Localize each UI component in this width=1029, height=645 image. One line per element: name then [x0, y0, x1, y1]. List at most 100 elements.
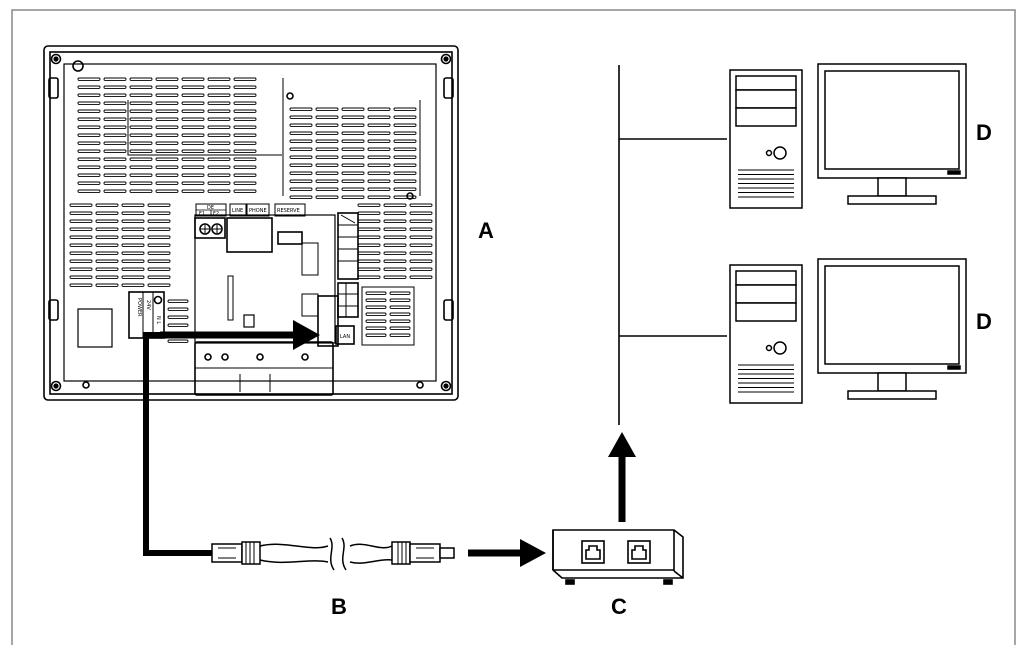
vent-slot [129, 125, 153, 129]
vent-slot [103, 85, 127, 89]
vent-slot [365, 319, 387, 323]
vent-slot [289, 187, 313, 191]
vent-slot [129, 141, 153, 145]
vent-slot [95, 219, 119, 223]
vent-slot [365, 312, 387, 316]
vent-slot [77, 157, 101, 161]
vent-slot [129, 173, 153, 177]
svg-text:F1: F1 [199, 211, 205, 217]
vent-slot [393, 155, 417, 159]
vent-slot [207, 165, 231, 169]
vent-slot [207, 125, 231, 129]
vent-slot [315, 123, 339, 127]
vent-slot [167, 307, 189, 311]
vent-slot [357, 267, 381, 271]
vent-slot [77, 85, 101, 89]
vent-slot [233, 77, 257, 81]
vent-slot [315, 179, 339, 183]
vent-slot [233, 117, 257, 121]
vent-slot [383, 211, 407, 215]
vent-slot [95, 259, 119, 263]
vent-slot [147, 219, 171, 223]
vent-slot [409, 275, 433, 279]
vent-slot [167, 339, 189, 343]
vent-slot [383, 243, 407, 247]
vent-slot [409, 243, 433, 247]
vent-slot [393, 123, 417, 127]
diagram-frame [11, 9, 1016, 645]
vent-slot [103, 189, 127, 193]
vent-slot [341, 163, 365, 167]
vent-slot [155, 125, 179, 129]
vent-slot [77, 93, 101, 97]
vent-slot [315, 139, 339, 143]
vent-slot [357, 219, 381, 223]
vent-slot [389, 319, 411, 323]
vent-slot [69, 243, 93, 247]
vent-slot [233, 149, 257, 153]
vent-slot [121, 259, 145, 263]
vent-slot [233, 101, 257, 105]
vent-slot [77, 149, 101, 153]
vent-slot [367, 155, 391, 159]
vent-slot [103, 117, 127, 121]
vent-slot [357, 203, 381, 207]
vent-slot [181, 77, 205, 81]
vent-slot [155, 189, 179, 193]
vent-slot [129, 85, 153, 89]
vent-slot [393, 171, 417, 175]
vent-slot [315, 131, 339, 135]
vent-slot [383, 235, 407, 239]
vent-slot [289, 107, 313, 111]
vent-slot [289, 179, 313, 183]
vent-slot [393, 195, 417, 199]
vent-slot [181, 181, 205, 185]
vent-slot [341, 171, 365, 175]
vent-slot [365, 326, 387, 330]
vent-slot [233, 189, 257, 193]
vent-slot [147, 227, 171, 231]
vent-slot [129, 189, 153, 193]
vent-slot [289, 195, 313, 199]
vent-slot [129, 77, 153, 81]
vent-slot [121, 219, 145, 223]
vent-slot [289, 139, 313, 143]
vent-slot [69, 211, 93, 215]
vent-slot [207, 173, 231, 177]
vent-slot [129, 101, 153, 105]
vent-slot [121, 267, 145, 271]
vent-slot [389, 305, 411, 309]
vent-slot [383, 203, 407, 207]
vent-slot [95, 243, 119, 247]
vent-slot [167, 315, 189, 319]
vent-slot [77, 125, 101, 129]
computer [729, 63, 967, 209]
vent-slot [77, 101, 101, 105]
vent-slot [389, 333, 411, 337]
vent-slot [147, 251, 171, 255]
vent-slot [315, 155, 339, 159]
panel-text: DE F1 F2 LINE PHONE RESERVE LAN POWER 24… [136, 205, 350, 340]
vent-slot [365, 333, 387, 337]
vent-slot [155, 149, 179, 153]
vent-slot [129, 157, 153, 161]
vent-slot [77, 181, 101, 185]
vent-slot [233, 133, 257, 137]
vent-slot [393, 179, 417, 183]
vent-slot [95, 203, 119, 207]
vent-slot [167, 323, 189, 327]
vent-slot [357, 275, 381, 279]
vent-slot [367, 195, 391, 199]
svg-text:N L: N L [155, 316, 161, 324]
vent-slot [207, 133, 231, 137]
vent-slot [207, 141, 231, 145]
vent-slot [233, 157, 257, 161]
vent-slot [289, 171, 313, 175]
network-backbone [618, 65, 727, 425]
vent-slot [121, 283, 145, 287]
vent-slot [409, 219, 433, 223]
vent-slot [181, 133, 205, 137]
vent-slot [69, 251, 93, 255]
vent-slot [129, 93, 153, 97]
vent-slot [393, 163, 417, 167]
